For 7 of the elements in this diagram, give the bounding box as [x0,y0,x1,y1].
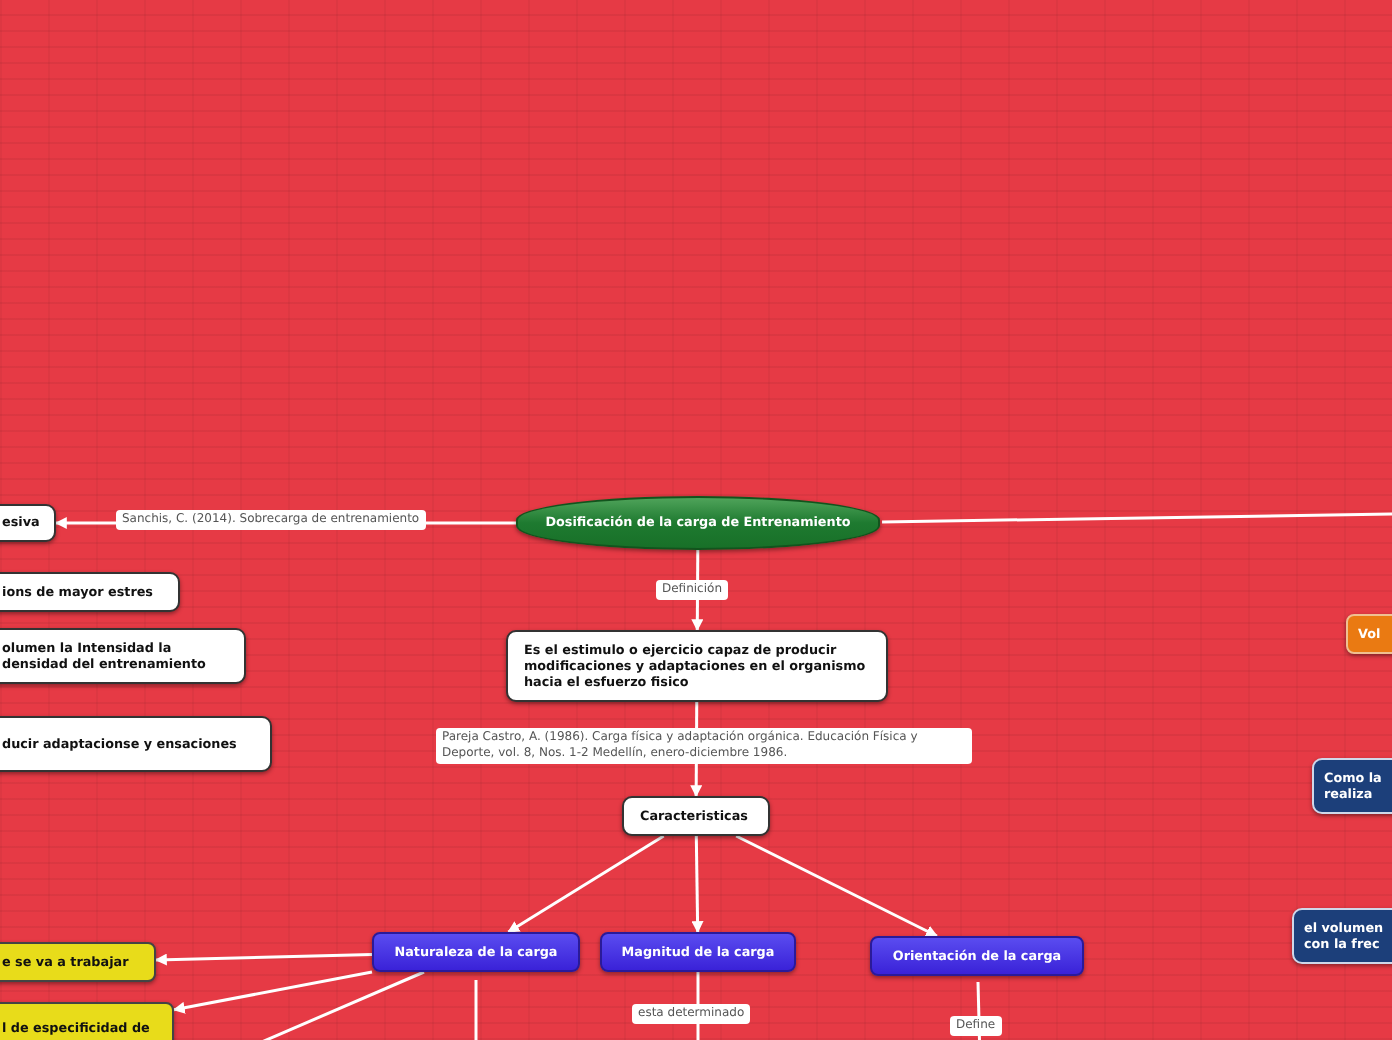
arrow [735,834,938,938]
arrow [172,970,373,1014]
arrow [691,835,704,934]
arrow [154,953,373,966]
connector-line [474,980,478,1040]
arrow [507,834,665,934]
connector-line [881,512,1392,524]
